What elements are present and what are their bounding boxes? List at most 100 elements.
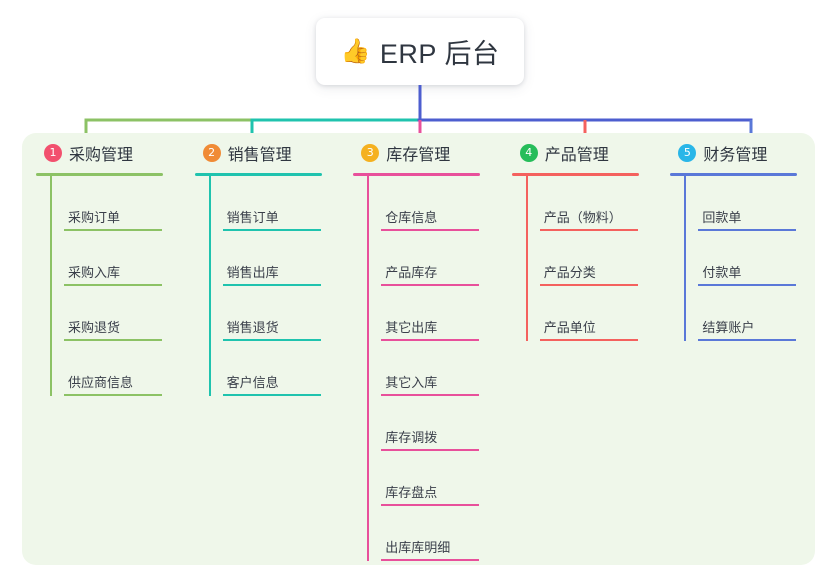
list-item-label: 供应商信息 (68, 375, 134, 390)
branch-rule-4 (511, 173, 639, 176)
list-item-rule (381, 559, 480, 561)
list-item-rule (539, 229, 638, 231)
branch-spine-3 (367, 176, 370, 561)
branch-header-2[interactable]: 2 销售管理 (195, 133, 340, 173)
list-item[interactable]: 产品单位 (539, 286, 657, 341)
thumbs-up-icon: 👍 (340, 37, 371, 65)
branch-column-5: 5 财务管理 回款单 付款单 结算账户 (656, 133, 815, 565)
list-item[interactable]: 销售订单 (222, 176, 340, 231)
list-item[interactable]: 采购订单 (64, 176, 181, 231)
branch-badge-3: 3 (361, 144, 380, 162)
branch-column-3: 3 库存管理 仓库信息 产品库存 其它出库 其它入库 (339, 133, 498, 565)
list-item-rule (222, 394, 321, 396)
list-item-label: 销售订单 (226, 210, 279, 225)
branch-badge-1: 1 (44, 144, 62, 162)
branch-items-3: 仓库信息 产品库存 其它出库 其它入库 库存调拨 (367, 176, 498, 561)
list-item-rule (539, 339, 638, 341)
list-item-rule (222, 229, 321, 231)
content-panel (22, 133, 815, 565)
branch-rule-3 (353, 173, 481, 176)
branch-items-4: 产品（物料） 产品分类 产品单位 (525, 176, 657, 341)
list-item[interactable]: 供应商信息 (64, 341, 181, 396)
list-item-label: 结算账户 (702, 320, 755, 335)
list-item-label: 产品分类 (543, 265, 596, 280)
list-item-label: 客户信息 (226, 375, 279, 390)
branch-header-3[interactable]: 3 库存管理 (353, 133, 498, 173)
branch-spine-1 (50, 176, 52, 396)
branch-title-4: 产品管理 (544, 147, 609, 164)
list-item-label: 销售出库 (226, 265, 279, 280)
list-item-label: 产品单位 (543, 320, 596, 335)
branch-spine-5 (684, 176, 687, 341)
list-item-label: 仓库信息 (385, 210, 438, 225)
list-item[interactable]: 结算账户 (698, 286, 815, 341)
branch-column-2: 2 销售管理 销售订单 销售出库 销售退货 客户信息 (181, 133, 340, 565)
list-item[interactable]: 客户信息 (222, 341, 340, 396)
list-item-rule (539, 284, 638, 286)
branch-spine-2 (208, 176, 211, 396)
list-item[interactable]: 采购入库 (64, 231, 181, 286)
branch-badge-5: 5 (678, 144, 697, 162)
list-item[interactable]: 回款单 (698, 176, 815, 231)
list-item[interactable]: 销售出库 (222, 231, 340, 286)
list-item-rule (381, 449, 480, 451)
list-item-label: 产品（物料） (543, 210, 622, 225)
list-item-rule (698, 339, 797, 341)
list-item-rule (698, 229, 797, 231)
list-item-label: 出库库明细 (385, 540, 451, 555)
branch-title-2: 销售管理 (227, 147, 292, 164)
list-item[interactable]: 产品库存 (381, 231, 498, 286)
list-item-label: 付款单 (702, 265, 742, 280)
list-item-rule (64, 339, 162, 341)
list-item-label: 其它出库 (385, 320, 438, 335)
branch-badge-2: 2 (202, 144, 221, 162)
branch-spine-4 (525, 176, 528, 341)
branch-title-5: 财务管理 (703, 147, 768, 164)
list-item-rule (64, 394, 162, 396)
list-item-rule (381, 284, 480, 286)
list-item[interactable]: 出库库明细 (381, 506, 498, 561)
list-item[interactable]: 销售退货 (222, 286, 340, 341)
list-item[interactable]: 其它出库 (381, 286, 498, 341)
list-item-label: 库存盘点 (385, 485, 438, 500)
list-item-label: 采购入库 (68, 265, 121, 280)
branch-items-1: 采购订单 采购入库 采购退货 供应商信息 (50, 176, 181, 396)
branch-column-1: 1 采购管理 采购订单 采购入库 采购退货 供应商信 (22, 133, 181, 565)
list-item-label: 采购退货 (68, 320, 121, 335)
list-item[interactable]: 付款单 (698, 231, 815, 286)
list-item[interactable]: 采购退货 (64, 286, 181, 341)
branch-title-3: 库存管理 (386, 147, 451, 164)
branch-header-5[interactable]: 5 财务管理 (670, 133, 815, 173)
list-item[interactable]: 库存调拨 (381, 396, 498, 451)
list-item-rule (381, 229, 480, 231)
branch-columns: 1 采购管理 采购订单 采购入库 采购退货 供应商信 (22, 133, 815, 565)
branch-rule-5 (670, 173, 798, 176)
list-item[interactable]: 产品（物料） (539, 176, 657, 231)
branch-column-4: 4 产品管理 产品（物料） 产品分类 产品单位 (498, 133, 657, 565)
list-item-rule (381, 504, 480, 506)
branch-title-1: 采购管理 (69, 147, 134, 164)
root-node[interactable]: 👍 ERP 后台 (316, 18, 524, 85)
branch-header-4[interactable]: 4 产品管理 (512, 133, 657, 173)
branch-rule-2 (194, 173, 322, 176)
list-item-label: 库存调拨 (385, 430, 438, 445)
list-item[interactable]: 库存盘点 (381, 451, 498, 506)
list-item-label: 其它入库 (385, 375, 438, 390)
list-item[interactable]: 仓库信息 (381, 176, 498, 231)
branch-badge-4: 4 (519, 144, 538, 162)
branch-items-5: 回款单 付款单 结算账户 (684, 176, 815, 341)
list-item[interactable]: 产品分类 (539, 231, 657, 286)
list-item-label: 销售退货 (226, 320, 279, 335)
list-item-rule (381, 394, 480, 396)
branch-header-1[interactable]: 1 采购管理 (36, 133, 181, 173)
root-title: 👍 ERP 后台 (341, 32, 500, 71)
list-item-label: 产品库存 (385, 265, 438, 280)
list-item-label: 采购订单 (68, 210, 121, 225)
branch-rule-1 (36, 173, 163, 176)
list-item[interactable]: 其它入库 (381, 341, 498, 396)
list-item-rule (64, 229, 162, 231)
list-item-rule (64, 284, 162, 286)
list-item-rule (222, 284, 321, 286)
list-item-rule (381, 339, 480, 341)
